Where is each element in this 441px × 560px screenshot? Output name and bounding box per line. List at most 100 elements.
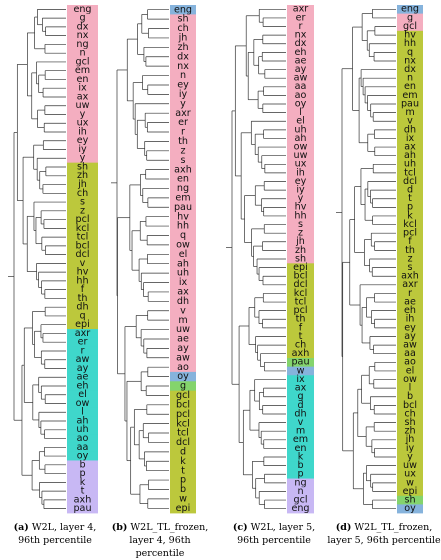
leaf-label: b <box>79 459 85 470</box>
cluster-band-segment <box>170 174 196 185</box>
cluster-band-segment <box>287 452 314 462</box>
leaf-label: th <box>78 293 88 304</box>
cluster-band-segment <box>170 259 196 269</box>
leaf-label: pau <box>291 357 309 368</box>
cluster-band-segment <box>287 478 314 488</box>
leaf-label: gcl <box>176 390 190 401</box>
cluster-band-segment <box>397 211 423 221</box>
leaf-label: tcl <box>77 232 89 243</box>
leaf-label: pcl <box>403 228 417 239</box>
cluster-band-segment <box>67 460 98 470</box>
cluster-band-segment <box>170 465 196 476</box>
cluster-band-segment <box>287 185 314 195</box>
leaf-label: iy <box>296 185 305 196</box>
leaf-label: ae <box>177 334 189 345</box>
leaf-label: n <box>180 70 186 81</box>
leaf-label: b <box>407 391 413 402</box>
leaf-label: el <box>78 389 87 400</box>
leaf-label: dx <box>404 64 416 75</box>
cluster-band-segment <box>397 5 423 15</box>
leaf-label: axh <box>401 271 419 282</box>
cluster-band-segment <box>287 116 314 126</box>
leaf-label: en <box>177 174 189 185</box>
leaf-label: pau <box>73 503 91 514</box>
cluster-band-segment <box>287 39 314 49</box>
cluster-band-segment <box>287 30 314 40</box>
leaf-label: f <box>408 236 412 247</box>
cluster-band-segment <box>397 142 423 152</box>
leaf-label: p <box>180 475 186 486</box>
cluster-band-segment <box>397 159 423 169</box>
leaf-label: dh <box>177 296 189 307</box>
leaf-label: pcl <box>75 214 89 225</box>
leaf-label: em <box>175 192 190 203</box>
caption-c: (c) W2L, layer 5,96th percentile <box>232 522 316 546</box>
cluster-band-segment <box>287 142 314 152</box>
leaf-label: ix <box>296 374 305 385</box>
leaf-label: axr <box>175 108 191 119</box>
leaf-label: k <box>298 451 304 462</box>
cluster-band-segment <box>287 151 314 161</box>
leaf-label: jh <box>295 236 305 247</box>
leaf-label: ow <box>294 141 308 152</box>
leaf-label: gcl <box>403 21 417 32</box>
leaf-label: ao <box>77 433 89 444</box>
leaf-label: iy <box>78 144 87 155</box>
leaf-label: zh <box>404 426 415 437</box>
cluster-band-segment <box>397 48 423 58</box>
leaf-label: y <box>180 98 186 109</box>
cluster-band-segment <box>397 228 423 238</box>
cluster-band-segment <box>397 340 423 350</box>
leaf-label: nx <box>177 61 189 72</box>
cluster-band-segment <box>287 409 314 419</box>
leaf-label: k <box>407 210 413 221</box>
leaf-label: em <box>293 434 308 445</box>
cluster-band-segment <box>170 343 196 354</box>
cluster-band-segment <box>287 358 314 368</box>
leaf-label: ao <box>404 357 416 368</box>
cluster-band-segment <box>67 110 98 120</box>
cluster-band-segment <box>287 314 314 324</box>
cluster-band-segment <box>170 362 196 373</box>
cluster-band-segment <box>170 381 196 392</box>
cluster-band-segment <box>67 486 98 496</box>
cluster-band-segment <box>397 125 423 135</box>
cluster-band-segment <box>67 57 98 67</box>
leaf-label: y <box>80 109 86 120</box>
leaf-label: aw <box>176 352 190 363</box>
cluster-band-segment <box>170 475 196 486</box>
cluster-band-segment <box>287 495 314 505</box>
leaf-label: y <box>298 193 304 204</box>
cluster-band-segment <box>287 444 314 454</box>
leaf-label: r <box>181 127 185 138</box>
leaf-label: q <box>407 47 413 58</box>
leaf-label: bcl <box>176 399 190 410</box>
cluster-band-segment <box>287 280 314 290</box>
leaf-label: ao <box>295 90 307 101</box>
leaf-label: en <box>77 74 89 85</box>
leaf-label: el <box>179 249 188 260</box>
leaf-label: t <box>299 331 303 342</box>
cluster-band-segment <box>287 487 314 497</box>
leaf-label: v <box>180 305 186 316</box>
leaf-label: ay <box>177 343 189 354</box>
leaf-label: ih <box>296 167 305 178</box>
cluster-band-segment <box>67 223 98 234</box>
cluster-band-segment <box>287 435 314 445</box>
leaf-label: uw <box>294 150 308 161</box>
cluster-band-segment <box>287 237 314 247</box>
cluster-band-segment <box>170 202 196 213</box>
leaf-label: d <box>180 446 186 457</box>
cluster-band-segment <box>67 372 98 383</box>
cluster-band-segment <box>170 437 196 448</box>
cluster-band-segment <box>397 134 423 144</box>
leaf-label: nx <box>77 30 89 41</box>
leaf-label: ih <box>406 314 415 325</box>
cluster-band-segment <box>287 5 314 15</box>
leaf-label: ah <box>177 258 189 269</box>
leaf-label: axh <box>74 494 92 505</box>
cluster-band-segment <box>397 469 423 479</box>
cluster-band-segment <box>397 263 423 273</box>
leaf-label: bcl <box>403 400 417 411</box>
cluster-band-segment <box>287 228 314 238</box>
